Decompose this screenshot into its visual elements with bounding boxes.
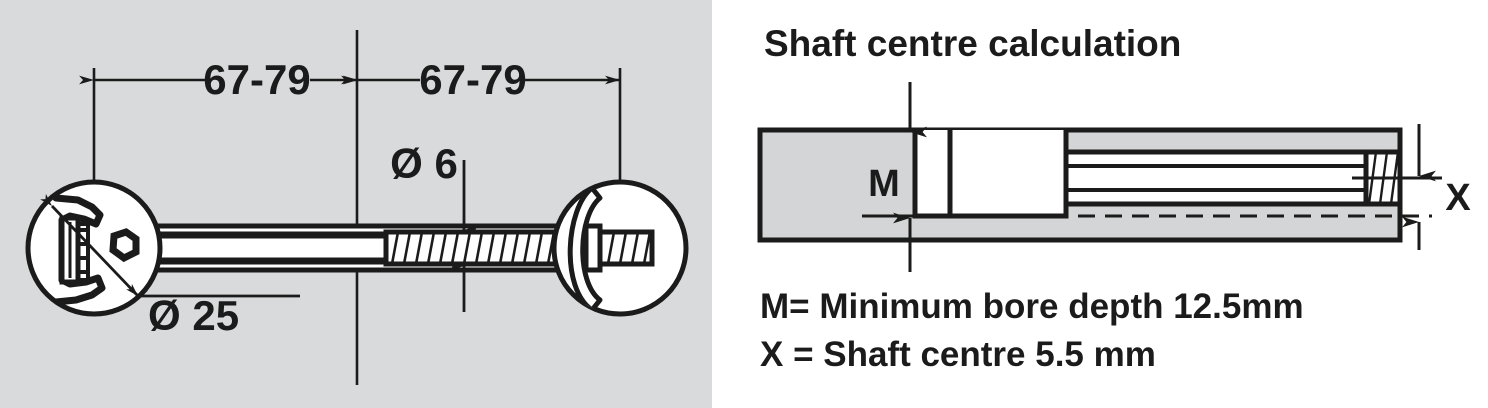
panel-cross-section <box>757 127 1432 243</box>
dimension-bore-depth-label: M <box>868 163 900 205</box>
right-cam-head <box>551 179 689 317</box>
dimension-bore-depth: M <box>868 82 927 272</box>
dimension-shaft-centre: X <box>1352 124 1471 250</box>
legend-line-bore-depth: M= Minimum bore depth 12.5mm <box>760 287 1304 326</box>
legend-line-shaft-centre: X = Shaft centre 5.5 mm <box>760 335 1156 374</box>
dimension-head-diameter-text: Ø 25 <box>148 292 239 339</box>
dimension-right-length-text: 67-79 <box>419 56 526 103</box>
shaft-centre-calculation-svg: Shaft centre calculation <box>757 23 1471 374</box>
dimension-shaft-diameter: Ø 6 <box>390 140 479 312</box>
left-drawing-panel: 67-79 67-79 <box>0 0 712 408</box>
right-panel-heading: Shaft centre calculation <box>764 23 1181 64</box>
dimension-head-diameter: Ø 25 <box>40 193 300 339</box>
bolt-threaded-section <box>383 229 571 267</box>
dimension-right-length: 67-79 <box>343 56 620 103</box>
dimension-shaft-centre-label: X <box>1445 177 1471 219</box>
dimension-extension-lines <box>92 68 622 196</box>
dimension-shaft-diameter-text: Ø 6 <box>390 140 458 187</box>
connector-bolt-svg: 67-79 67-79 <box>25 30 689 385</box>
dimension-left-length-text: 67-79 <box>203 56 310 103</box>
right-drawing-panel: Shaft centre calculation <box>712 0 1488 408</box>
dimension-left-length: 67-79 <box>79 56 356 103</box>
